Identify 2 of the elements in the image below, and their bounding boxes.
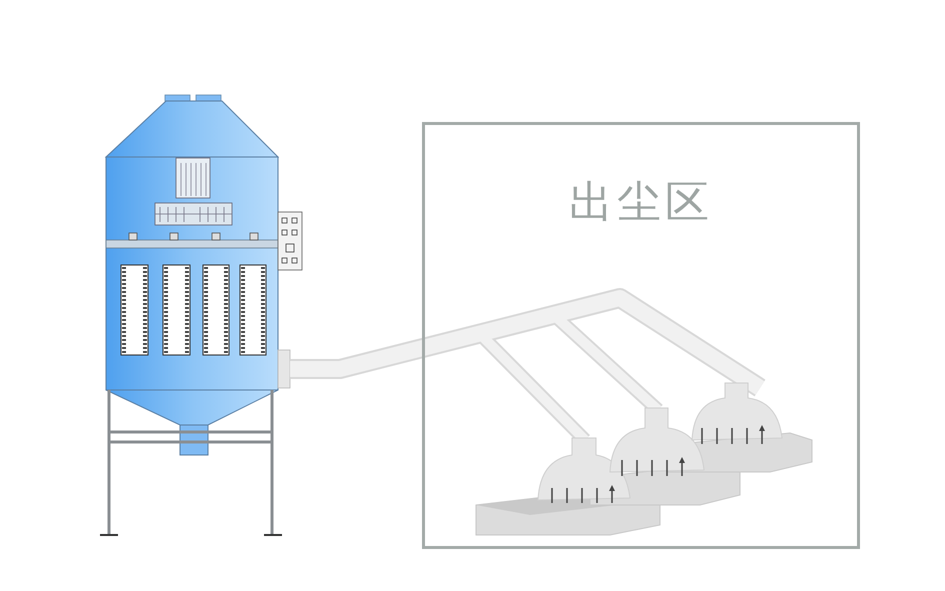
- area-frame: [422, 122, 860, 549]
- area-title: 出尘区: [569, 176, 713, 230]
